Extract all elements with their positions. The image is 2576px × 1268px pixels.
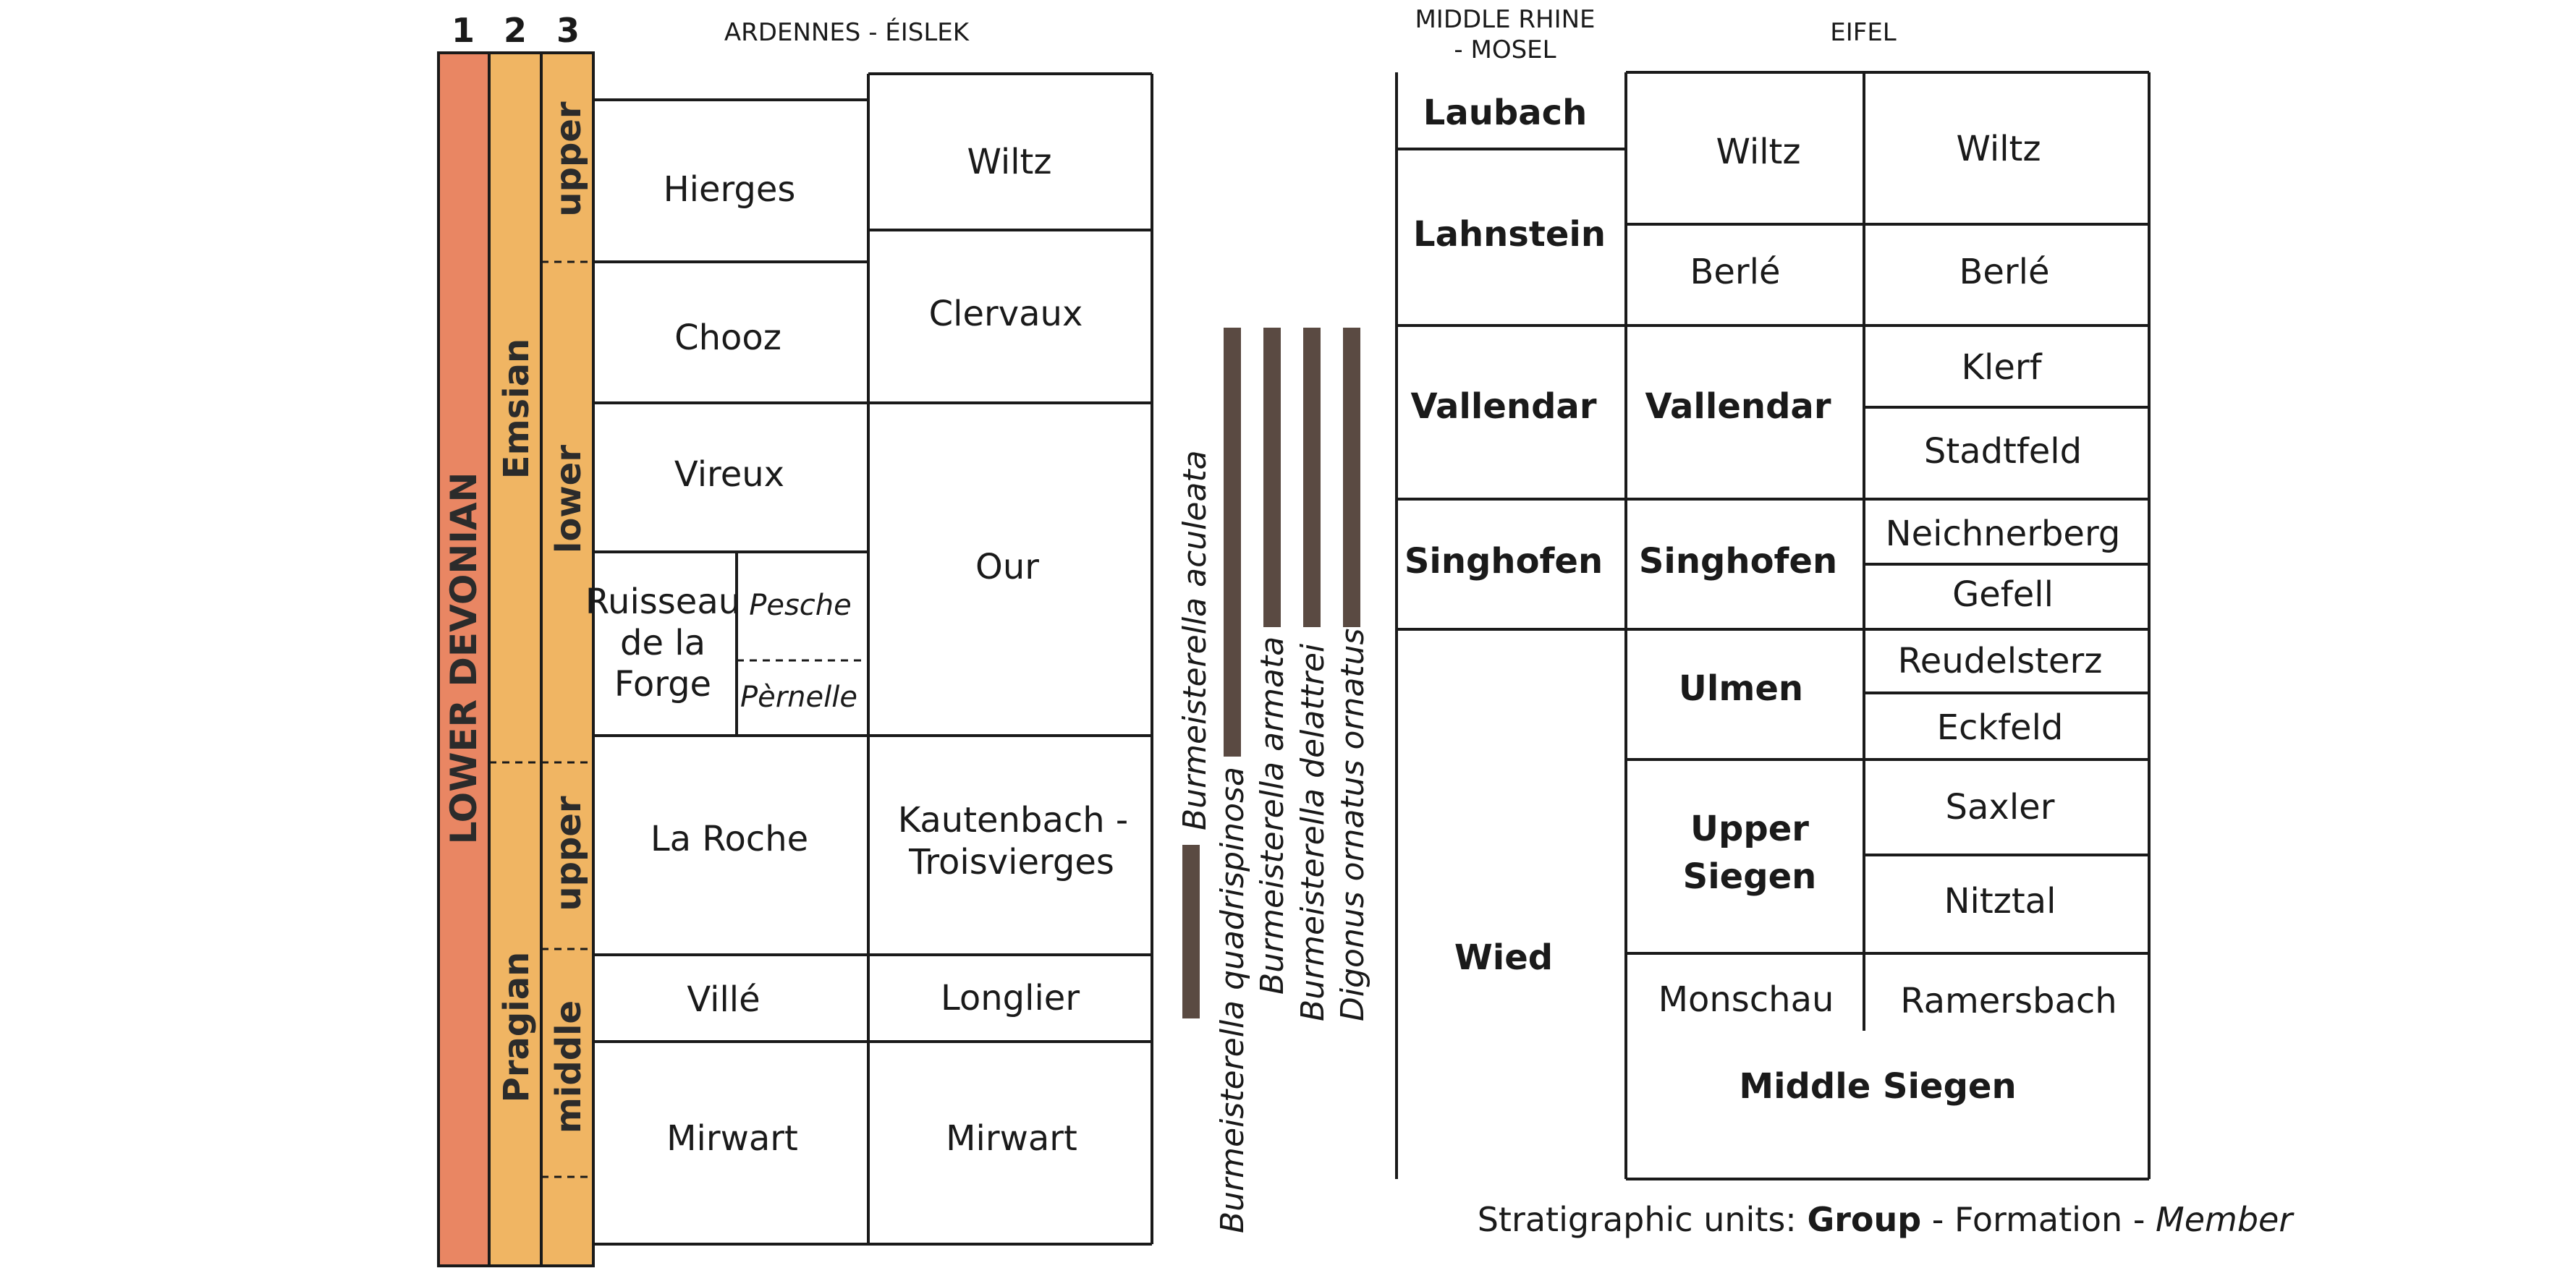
eifel-formation-wiltz: Wiltz [1956,129,2041,169]
eifel-group-upper-siegen-2: Siegen [1683,856,1817,897]
unit-clervaux: Clervaux [929,294,1083,334]
taxon-digonus: Digonus ornatus ornatus [1334,629,1371,1021]
legend-prefix: Stratigraphic units: [1478,1200,1808,1239]
range-bar-armata [1263,328,1281,627]
stage-emsian-label: Emsian [496,339,537,479]
column-number-1: 1 [452,11,475,50]
unit-ville: Villé [687,979,760,1020]
substage-middle-label: middle [548,1000,589,1133]
group-laubach: Laubach [1423,93,1588,133]
legend-separator: - [2122,1200,2156,1239]
legend-formation: Formation [1954,1200,2122,1239]
eifel-formation-klerf: Klerf [1962,347,2043,388]
unit-ruisseau-3: Forge [614,664,711,705]
unit-wiltz: Wiltz [967,142,1051,182]
group-lahnstein: Lahnstein [1413,214,1606,255]
header-ardennes: ARDENNES - ÉISLEK [724,17,970,47]
group-wied: Wied [1454,937,1553,978]
unit-our: Our [975,547,1039,587]
legend-separator: - [1921,1200,1954,1239]
member-pernelle: Pèrnelle [740,681,857,714]
eifel-formation-neichnerberg: Neichnerberg [1886,514,2121,554]
chrono-strips: LOWER DEVONIAN Emsian Pragian upper lowe… [437,51,595,1267]
ardennes-columns: Hierges Chooz Vireux Ruisseau de la Forg… [585,72,1153,1246]
range-bar-quadrispinosa [1224,328,1241,757]
eifel-formation-stadtfeld: Stadtfeld [1924,431,2082,472]
period-label: LOWER DEVONIAN [443,472,485,845]
legend-member: Member [2156,1200,2295,1239]
unit-chooz: Chooz [674,318,781,358]
strip-substage [540,51,595,1267]
eifel-formation-nitztal: Nitztal [1944,881,2056,922]
eifel-formation-berle: Berlé [1959,252,2049,292]
member-pesche: Pesche [749,589,852,622]
legend-group: Group [1807,1200,1921,1239]
eifel-group-ulmen: Ulmen [1679,668,1803,709]
unit-ruisseau-1: Ruisseau [585,582,740,622]
unit-la-roche: La Roche [651,819,808,859]
column-number-3: 3 [556,11,580,50]
legend: Stratigraphic units: Group - Formation -… [1478,1200,2295,1239]
taxon-delattrei: Burmeisterella delattrei [1295,643,1331,1021]
substage-upper-label: upper [548,101,589,216]
rhine-column: Laubach Lahnstein Vallendar Singhofen Wi… [1395,72,1626,1179]
eifel-formation-gefell: Gefell [1952,574,2054,615]
unit-longlier: Longlier [941,978,1080,1018]
taxon-armata: Burmeisterella armata [1254,637,1291,995]
taxon-quadrispinosa: Burmeisterella quadrispinosa [1214,767,1251,1233]
group-vallendar: Vallendar [1411,386,1597,427]
column-number-2: 2 [504,11,527,50]
unit-mirwart-right: Mirwart [946,1118,1077,1159]
range-bar-delattrei [1303,328,1321,627]
unit-vireux: Vireux [674,454,784,495]
eifel-group-monschau: Monschau [1658,979,1834,1020]
substage-upper-label-2: upper [548,796,589,911]
eifel-group-wiltz: Wiltz [1716,132,1800,172]
eifel-group-middle-siegen: Middle Siegen [1739,1066,2016,1107]
eifel-group-berle: Berlé [1690,252,1780,292]
substage-lower-label: lower [548,445,589,553]
range-bar-aculeata [1182,845,1200,1018]
range-bar-digonus [1343,328,1360,627]
eifel-formation-ramersbach: Ramersbach [1900,981,2117,1021]
unit-mirwart-left: Mirwart [666,1118,798,1159]
strip-period [437,51,491,1267]
eifel-formation-saxler: Saxler [1946,787,2055,827]
unit-kautenbach-2: Troisvierges [908,842,1114,882]
eifel-group-vallendar: Vallendar [1645,386,1831,427]
eifel-formation-reudelsterz: Reudelsterz [1898,641,2103,681]
header-middle-rhine: MIDDLE RHINE [1415,5,1595,34]
strip-stage [488,51,543,1267]
unit-ruisseau-2: de la [620,623,706,663]
unit-kautenbach-1: Kautenbach - [898,800,1129,841]
header-mosel: - MOSEL [1454,35,1556,64]
unit-hierges: Hierges [664,169,796,210]
header-eifel: EIFEL [1830,18,1897,47]
group-singhofen: Singhofen [1404,541,1603,582]
eifel-group-upper-siegen-1: Upper [1690,809,1809,849]
eifel-group-singhofen: Singhofen [1639,541,1837,582]
stage-pragian-label: Pragian [496,952,537,1103]
eifel-columns: Wiltz Berlé Vallendar Singhofen Ulmen Up… [1624,71,2151,1180]
eifel-formation-eckfeld: Eckfeld [1937,707,2064,748]
taxon-aculeata: Burmeisterella aculeata [1177,450,1213,830]
taxon-ranges: Burmeisterella aculeata Burmeisterella q… [1177,328,1371,1233]
